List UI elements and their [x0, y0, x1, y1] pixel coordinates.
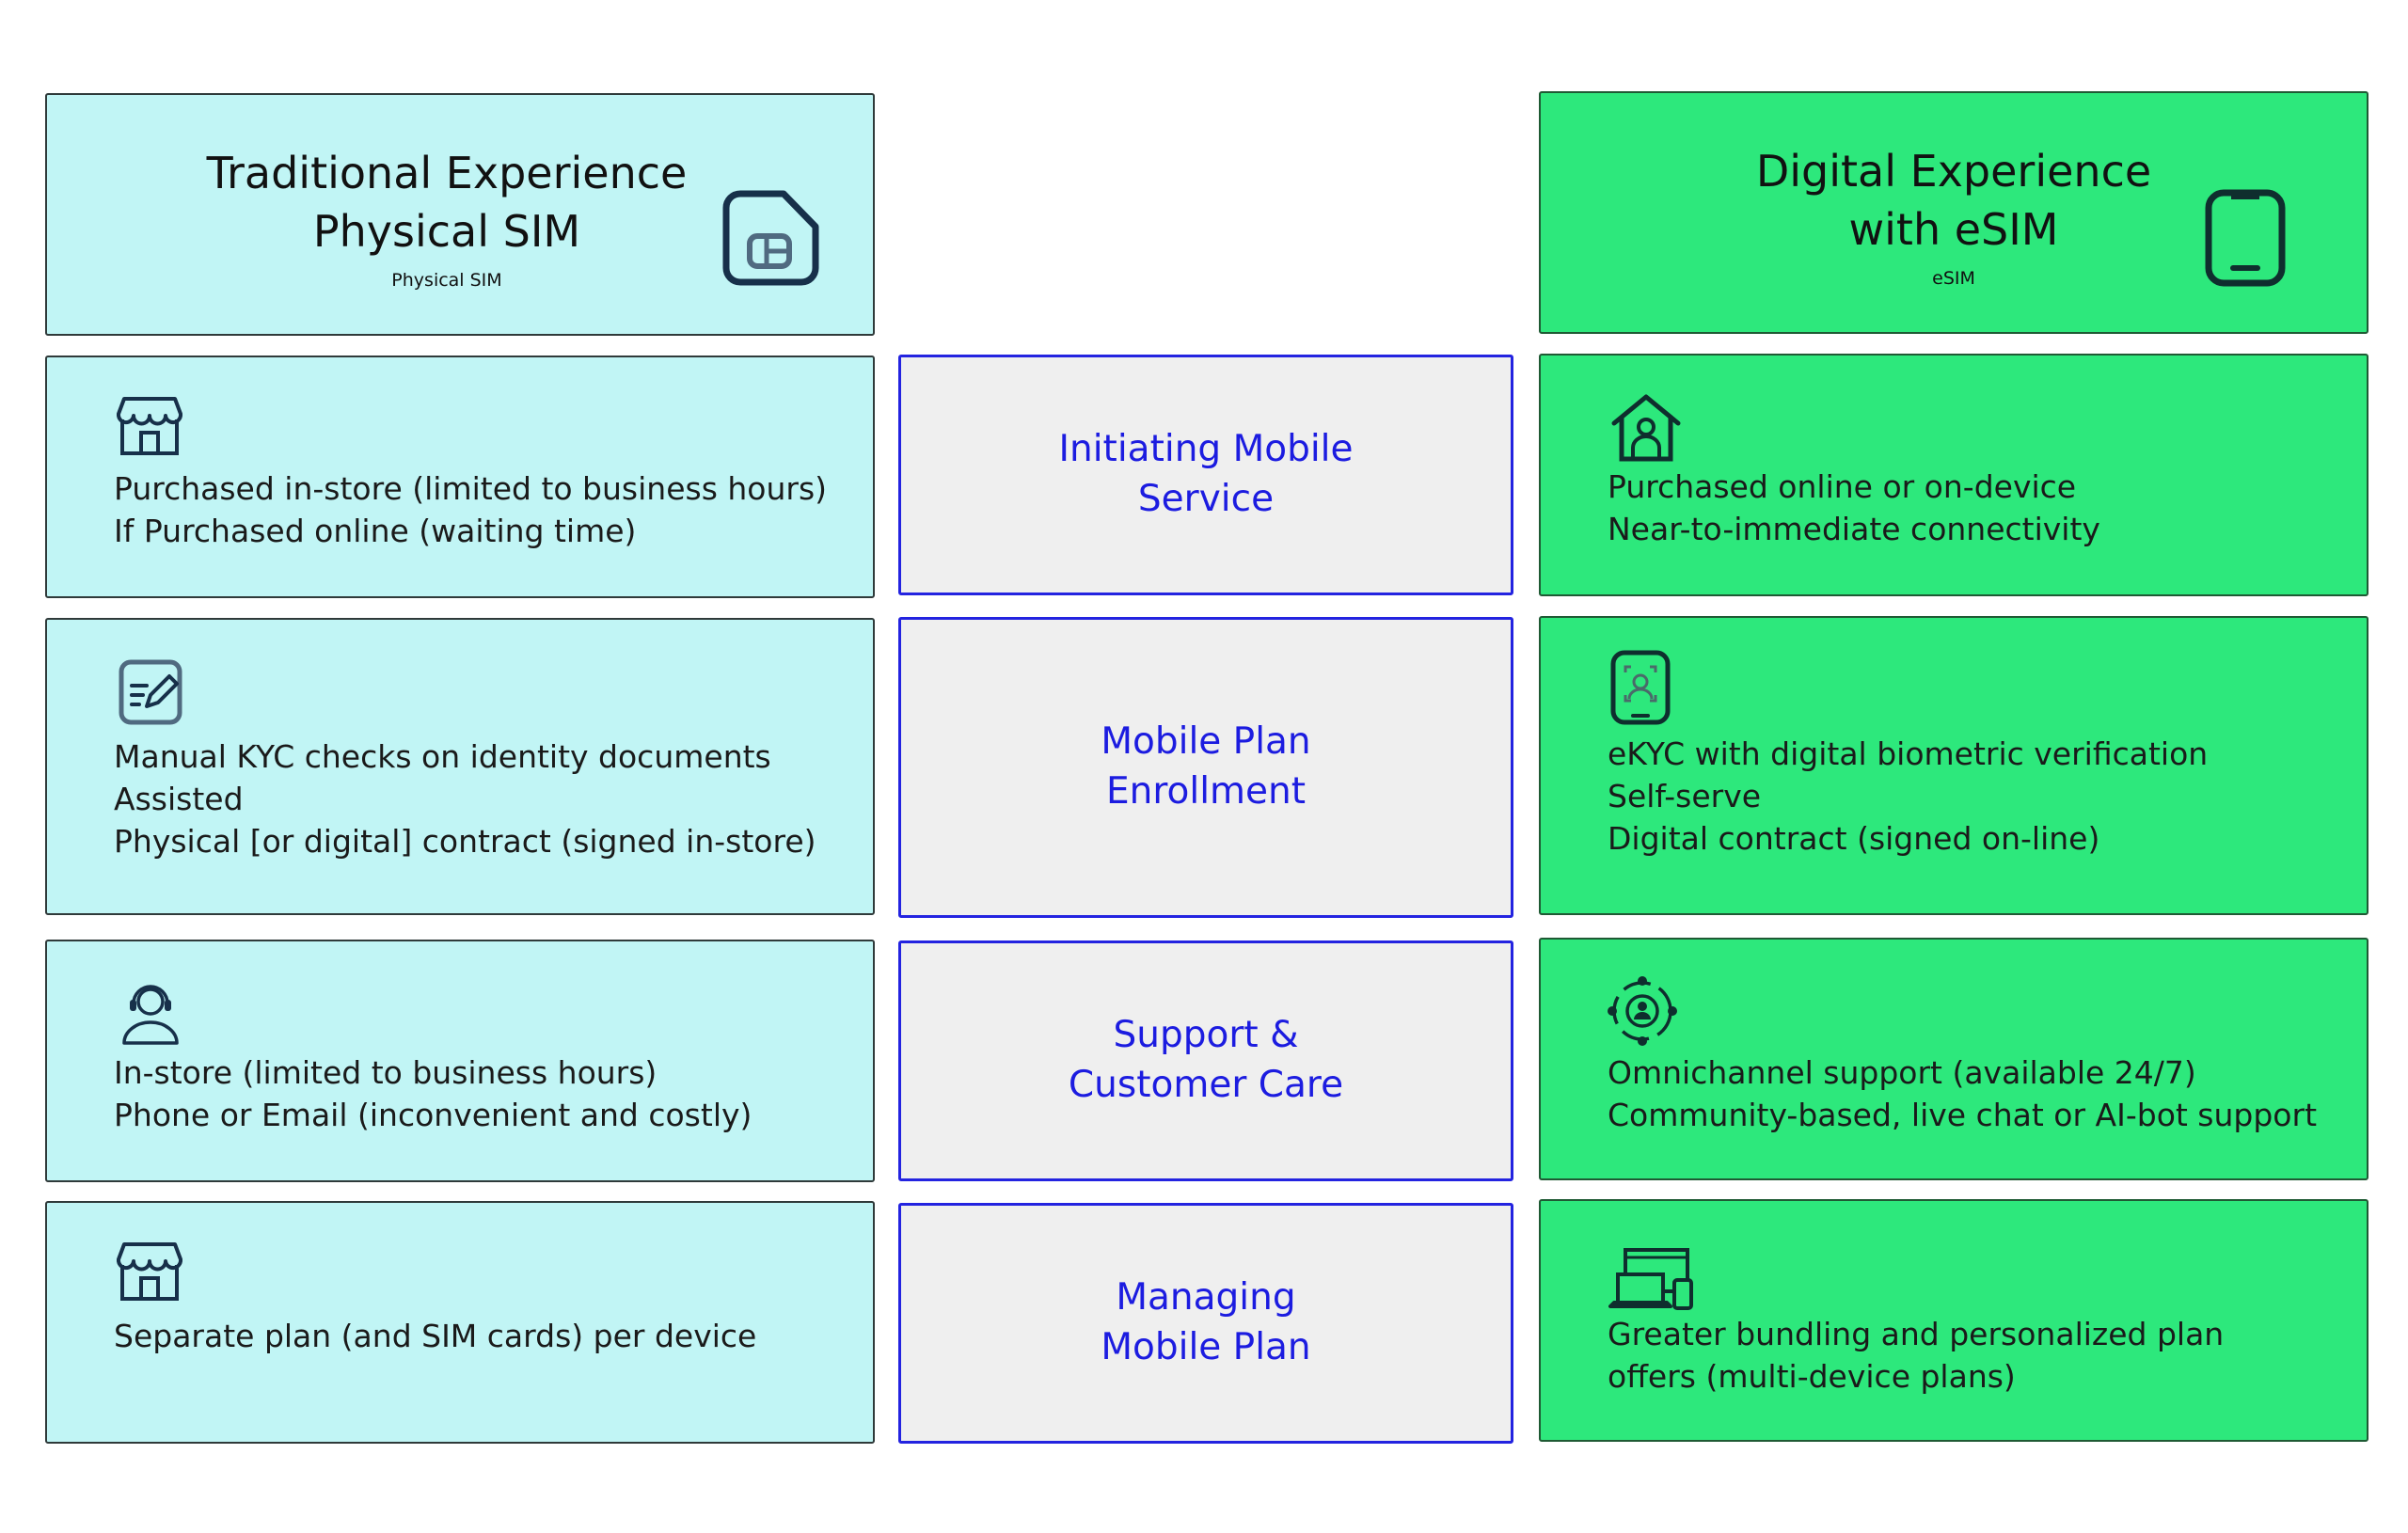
traditional-row-4: Separate plan (and SIM cards) per device — [45, 1201, 875, 1444]
multi-device-icon — [1608, 1248, 1695, 1310]
traditional-header: Traditional Experience Physical SIM Phys… — [45, 93, 875, 336]
traditional-title: Traditional Experience Physical SIM — [206, 148, 688, 258]
stage-label: Initiating Mobile Service — [1058, 428, 1354, 520]
digital-title: Digital Experience with eSIM — [1755, 146, 2152, 256]
omnichannel-user-icon — [1607, 975, 1678, 1047]
digital-row-2: eKYC with digital biometric verification… — [1539, 616, 2368, 915]
text-line: Assisted — [114, 780, 244, 817]
traditional-row-4-text: Separate plan (and SIM cards) per device — [114, 1316, 756, 1358]
text-line: Separate plan (and SIM cards) per device — [114, 1318, 757, 1354]
stage-support-customer-care: Support & Customer Care — [898, 940, 1513, 1181]
text-line: Manual KYC checks on identity documents — [114, 738, 771, 775]
face-scan-phone-icon — [1610, 650, 1671, 725]
text-line: offers (multi-device plans) — [1608, 1357, 2016, 1395]
text-line: Digital contract (signed on-line) — [1608, 819, 2100, 857]
text-line: Physical [or digital] contract (signed i… — [114, 822, 816, 860]
text-line: Purchased online or on-device — [1608, 468, 2077, 505]
text-line: In-store (limited to business hours) — [114, 1054, 657, 1091]
text-line: Community-based, live chat or AI-bot sup… — [1608, 1096, 2318, 1133]
traditional-row-1: Purchased in-store (limited to business … — [45, 356, 875, 598]
text-line: Greater bundling and personalized plan — [1608, 1316, 2225, 1352]
traditional-subtitle: Physical SIM — [391, 270, 502, 291]
digital-subtitle: eSIM — [1932, 268, 1975, 289]
text-line: eKYC with digital biometric verification — [1608, 735, 2209, 772]
sim-card-icon — [721, 189, 821, 287]
stage-managing-mobile-plan: Managing Mobile Plan — [898, 1203, 1513, 1444]
text-line: Omnichannel support (available 24/7) — [1608, 1054, 2196, 1091]
text-line: Phone or Email (inconvenient and costly) — [114, 1096, 752, 1133]
stage-initiating-mobile-service: Initiating Mobile Service — [898, 355, 1513, 595]
digital-row-4: Greater bundling and personalized plan o… — [1539, 1199, 2368, 1442]
digital-row-3-text: Omnichannel support (available 24/7) Com… — [1608, 1052, 2317, 1137]
storefront-icon — [117, 395, 182, 457]
storefront-icon — [117, 1241, 182, 1303]
digital-header: Digital Experience with eSIM eSIM — [1539, 91, 2368, 334]
text-line: Purchased in-store (limited to business … — [114, 470, 828, 507]
edit-document-icon — [119, 659, 184, 725]
digital-row-1-text: Purchased online or on-device Near-to-im… — [1608, 466, 2100, 551]
home-user-icon — [1608, 393, 1684, 463]
text-line: If Purchased online (waiting time) — [114, 512, 637, 549]
phone-icon — [2205, 189, 2286, 287]
digital-row-1: Purchased online or on-device Near-to-im… — [1539, 354, 2368, 596]
stage-label: Mobile Plan Enrollment — [1101, 720, 1311, 813]
text-line: Near-to-immediate connectivity — [1608, 510, 2100, 547]
traditional-row-3-text: In-store (limited to business hours) Pho… — [114, 1052, 752, 1137]
traditional-row-1-text: Purchased in-store (limited to business … — [114, 468, 827, 553]
traditional-row-2-text: Manual KYC checks on identity documents … — [114, 736, 816, 863]
headset-agent-icon — [120, 981, 181, 1045]
digital-row-3: Omnichannel support (available 24/7) Com… — [1539, 938, 2368, 1180]
digital-row-4-text: Greater bundling and personalized plan o… — [1608, 1314, 2224, 1399]
text-line: Self-serve — [1608, 777, 1762, 814]
digital-row-2-text: eKYC with digital biometric verification… — [1608, 734, 2208, 861]
stage-mobile-plan-enrollment: Mobile Plan Enrollment — [898, 617, 1513, 918]
stage-label: Managing Mobile Plan — [1101, 1276, 1311, 1368]
stage-label: Support & Customer Care — [1068, 1014, 1344, 1106]
traditional-row-2: Manual KYC checks on identity documents … — [45, 618, 875, 915]
traditional-row-3: In-store (limited to business hours) Pho… — [45, 940, 875, 1182]
